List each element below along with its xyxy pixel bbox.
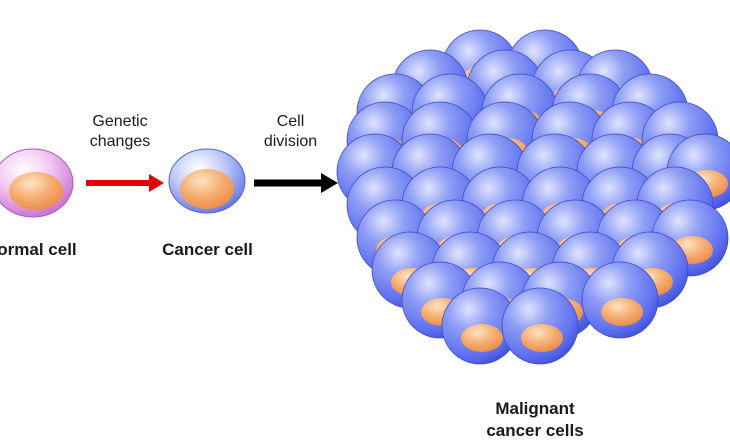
- malignant-tumor-cluster: [336, 29, 730, 365]
- normal-cell-label: Normal cell: [0, 240, 77, 259]
- cell-division-arrow: [254, 173, 338, 193]
- cell-division-label: Cell division: [263, 113, 318, 150]
- genetic-changes-arrow: [86, 174, 164, 192]
- genetic-changes-label: Genetic changes: [89, 113, 151, 150]
- tumor-cell: [501, 287, 579, 365]
- cancer-cell-illustration: [168, 148, 246, 214]
- tumor-cell: [441, 287, 519, 365]
- malignant-cancer-cells-label: Malignant cancer cells: [486, 399, 584, 440]
- cancer-cell-label: Cancer cell: [162, 240, 253, 259]
- normal-cell-illustration: [0, 148, 74, 218]
- tumor-cell: [581, 261, 659, 339]
